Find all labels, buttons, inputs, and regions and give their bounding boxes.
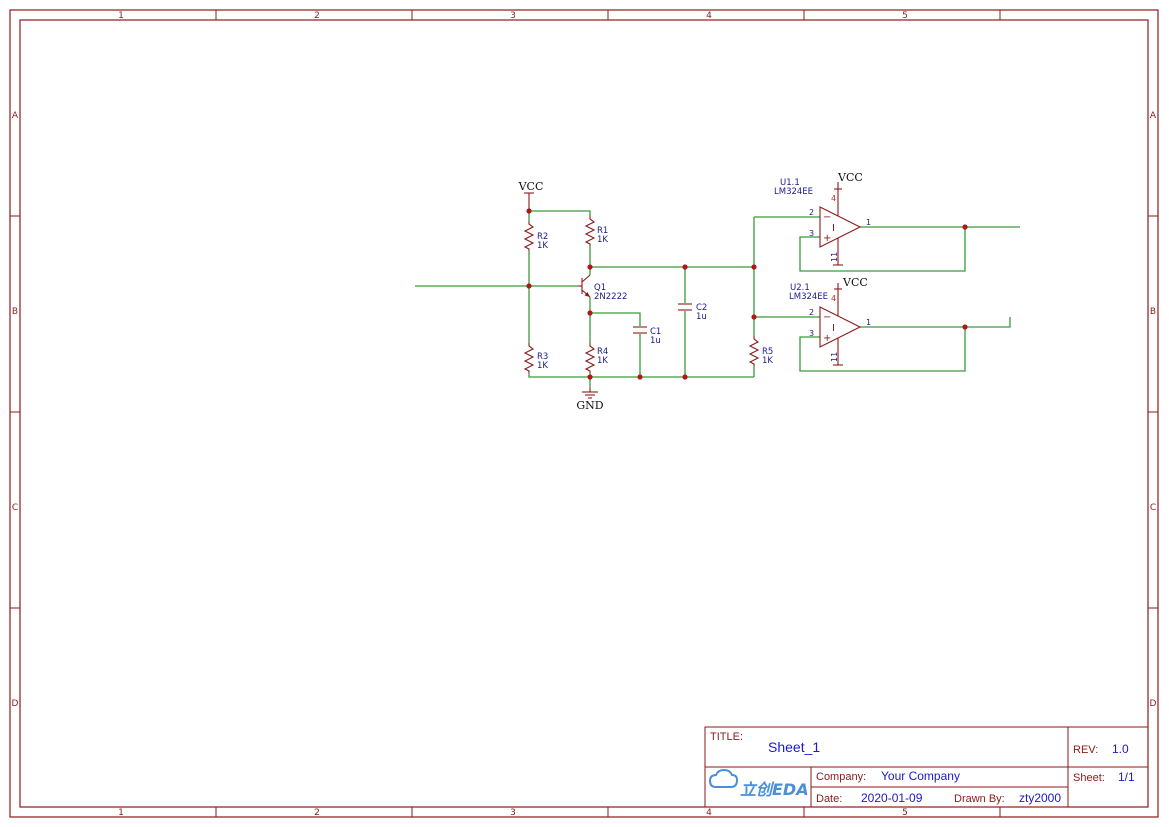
rev-value: 1.0 <box>1112 742 1129 756</box>
resistor-r4[interactable]: R4 1K <box>584 343 608 373</box>
r4-designator: R4 <box>597 347 608 357</box>
zone-col-2-top: 2 <box>314 11 320 21</box>
u2-pin-3: 3 <box>809 329 814 338</box>
r3-value: 1K <box>537 361 548 371</box>
zone-col-4-bottom: 4 <box>706 808 712 818</box>
drawn-by-label: Drawn By: <box>954 793 1005 805</box>
capacitor-c2[interactable]: C2 1u <box>678 303 707 322</box>
u2-pin-1: 1 <box>866 318 871 327</box>
zone-col-1-top: 1 <box>118 11 124 21</box>
r5-designator: R5 <box>762 347 773 357</box>
junctions <box>526 208 968 380</box>
cloud-icon <box>708 768 739 788</box>
u2-unit: I <box>832 323 835 334</box>
c2-designator: C2 <box>696 303 707 313</box>
opamp-u2[interactable]: − + I 2 3 1 4 11 U2.1 LM324EE VCC <box>789 276 871 366</box>
sheet-frame: 1 2 3 4 5 1 2 3 4 5 A B C D A B C D <box>9 9 1159 818</box>
date-label: Date: <box>816 793 842 805</box>
u1-unit: I <box>832 223 835 234</box>
u1-pin-2: 2 <box>809 208 814 217</box>
zone-row-b-left: B <box>12 307 18 317</box>
sheet-value: 1/1 <box>1118 770 1135 784</box>
u1-value: LM324EE <box>774 187 813 197</box>
u2-plus: + <box>823 333 831 344</box>
u1-pin-4: 4 <box>831 194 836 203</box>
zone-row-a-right: A <box>1150 111 1157 121</box>
zone-col-5-bottom: 5 <box>902 808 908 818</box>
gnd-symbol: GND <box>576 388 604 412</box>
zone-row-b-right: B <box>1150 307 1156 317</box>
u1-pin-1: 1 <box>866 218 871 227</box>
u2-pin-2: 2 <box>809 308 814 317</box>
resistor-r3[interactable]: R3 1K <box>523 343 548 373</box>
date-value: 2020-01-09 <box>861 791 923 805</box>
zone-col-4-top: 4 <box>706 11 712 21</box>
opamp-u1[interactable]: − + I 2 3 1 4 11 U1.1 LM324EE VCC <box>774 171 871 266</box>
u2-designator: U2.1 <box>790 283 810 293</box>
zone-row-d-left: D <box>12 699 19 709</box>
zone-col-3-bottom: 3 <box>510 808 516 818</box>
drawn-by-value: zty2000 <box>1019 791 1061 805</box>
zone-row-c-left: C <box>12 503 18 513</box>
zone-row-a-left: A <box>12 111 19 121</box>
u2-value: LM324EE <box>789 292 828 302</box>
transistor-q1[interactable]: Q1 2N2222 <box>578 274 627 302</box>
r2-designator: R2 <box>537 232 548 242</box>
r1-designator: R1 <box>597 226 608 236</box>
resistor-r2[interactable]: R2 1K <box>523 221 548 251</box>
sheet-label: Sheet: <box>1073 772 1105 784</box>
u1-pin-11: 11 <box>830 252 839 262</box>
q1-value: 2N2222 <box>594 292 627 302</box>
zone-row-c-right: C <box>1150 503 1156 513</box>
r3-designator: R3 <box>537 352 548 362</box>
q1-designator: Q1 <box>594 283 606 293</box>
zone-col-5-top: 5 <box>902 11 908 21</box>
u2-minus: − <box>823 312 831 323</box>
zone-col-1-bottom: 1 <box>118 808 124 818</box>
logo-text: 立创EDA <box>740 780 809 799</box>
r2-value: 1K <box>537 241 548 251</box>
u1-plus: + <box>823 233 831 244</box>
r1-value: 1K <box>597 235 608 245</box>
u1-vcc-label: VCC <box>837 171 863 184</box>
sheet-title: Sheet_1 <box>768 739 820 755</box>
c2-value: 1u <box>696 312 707 322</box>
zone-col-2-bottom: 2 <box>314 808 320 818</box>
vcc-symbol-left: VCC <box>518 180 544 211</box>
title-block: TITLE: Sheet_1 REV: 1.0 立创EDA Company: Y… <box>704 726 1149 808</box>
resistor-r1[interactable]: R1 1K <box>584 216 608 246</box>
company-value: Your Company <box>881 769 960 783</box>
u1-designator: U1.1 <box>780 178 800 188</box>
gnd-label: GND <box>576 399 603 412</box>
zone-col-3-top: 3 <box>510 11 516 21</box>
r4-value: 1K <box>597 356 608 366</box>
wires <box>415 210 1020 388</box>
company-label: Company: <box>816 771 866 783</box>
r5-value: 1K <box>762 356 773 366</box>
u1-minus: − <box>823 212 831 223</box>
u2-pin-11: 11 <box>830 352 839 362</box>
u1-pin-3: 3 <box>809 229 814 238</box>
zone-row-d-right: D <box>1150 699 1157 709</box>
rev-label: REV: <box>1073 744 1098 756</box>
resistor-r5[interactable]: R5 1K <box>748 336 773 366</box>
u2-pin-4: 4 <box>831 294 836 303</box>
c1-designator: C1 <box>650 327 661 337</box>
c1-value: 1u <box>650 336 661 346</box>
eda-logo: 立创EDA <box>708 768 809 799</box>
vcc-label-left: VCC <box>518 180 544 193</box>
title-label: TITLE: <box>710 731 743 743</box>
u2-vcc-label: VCC <box>842 276 868 289</box>
capacitor-c1[interactable]: C1 1u <box>633 326 661 346</box>
